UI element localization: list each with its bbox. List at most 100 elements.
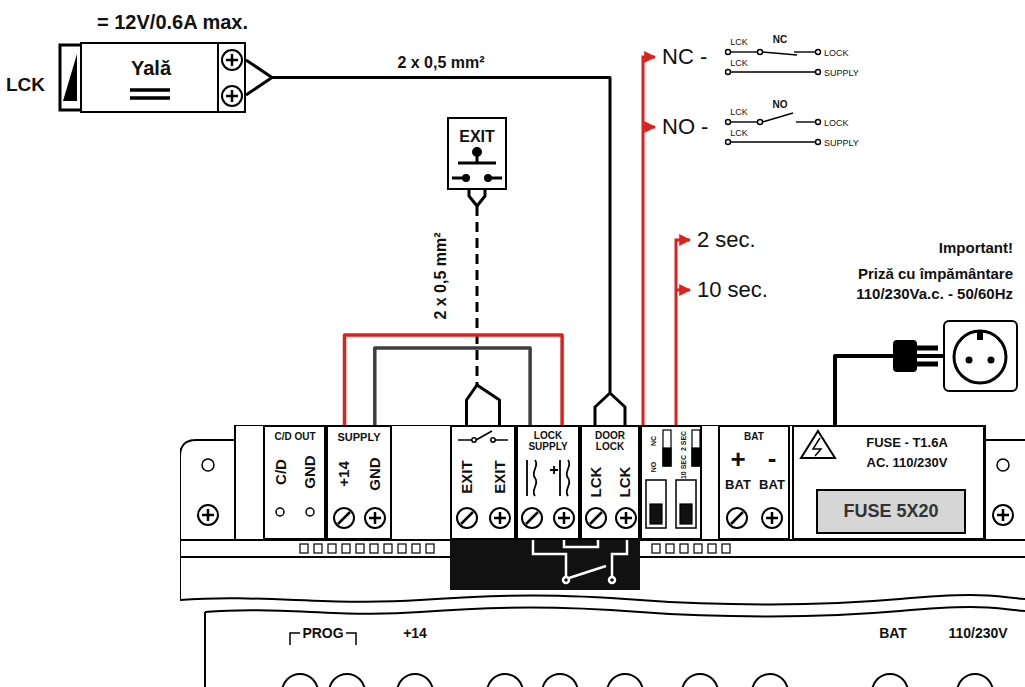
annotation: NO - (662, 114, 708, 139)
wire (246, 60, 625, 425)
earthed-socket-symbol (988, 357, 995, 364)
switch-schematic (726, 140, 731, 145)
dc-symbol (130, 90, 170, 98)
dip-switch (646, 430, 700, 528)
setting-pointer (676, 240, 690, 425)
vent-slot (722, 544, 730, 553)
annotation: LCK (6, 74, 45, 96)
button-label: EXIT (459, 128, 495, 146)
terminal-screw (365, 508, 385, 528)
exit-contact-symbol (458, 431, 508, 442)
polarity-sign: - (768, 444, 777, 474)
terminal-screw (554, 508, 574, 528)
annotation: 2 sec. (697, 227, 756, 252)
switch-schematic (758, 120, 763, 125)
ac-dc-symbol (527, 460, 569, 496)
switch-schematic (794, 51, 816, 52)
warning-symbol (801, 431, 835, 458)
dip-switch (676, 480, 696, 528)
terminal-block: BAT+-BATBAT (718, 425, 790, 540)
relay-contact (533, 540, 566, 577)
terminal-screw (586, 508, 606, 528)
dip-switch (692, 448, 700, 466)
push-button-symbol (458, 155, 496, 163)
terminal-screw (522, 508, 542, 528)
terminal-heading: C/D OUT (274, 431, 315, 443)
led-window (282, 674, 318, 687)
wire-path (246, 60, 625, 425)
switch-setting: 2 SEC (680, 431, 688, 451)
terminal-screw (616, 508, 636, 528)
switch-schematic (726, 50, 731, 55)
led-window (397, 674, 433, 687)
pin-name: BAT (759, 478, 785, 493)
mounting-ear (198, 505, 218, 525)
earthed-socket-symbol (977, 331, 983, 340)
dip-switch (663, 430, 671, 466)
push-button-symbol (452, 177, 502, 180)
push-button-symbol (474, 149, 481, 156)
wire-path (467, 190, 500, 425)
switch-setting: 10 SEC (680, 455, 688, 479)
switch-schematic (763, 52, 798, 55)
switch-schematic (816, 140, 821, 145)
led-window (682, 674, 718, 687)
dip-switch (650, 504, 662, 524)
pin-name: +14 (335, 461, 352, 486)
indicator-label: PROG (302, 625, 343, 641)
switch-schematic (731, 71, 816, 72)
led-window (542, 674, 578, 687)
vent-slot (356, 544, 364, 553)
indicator-label: BAT (879, 625, 907, 641)
vent-slot (370, 544, 378, 553)
push-button-symbol (486, 176, 491, 181)
mains-plug (893, 340, 938, 372)
switch-schematic (731, 51, 758, 52)
pin-name: LCK (587, 467, 604, 498)
annotation: LCK (730, 37, 748, 47)
earthed-socket-symbol (954, 331, 1006, 383)
terminal-screw (276, 508, 284, 516)
vent-slot (314, 544, 322, 553)
terminal-block: C/D OUTC/DGND (263, 425, 326, 540)
relay-contact (450, 540, 640, 590)
dip-switch (692, 430, 700, 466)
fuse-rating: FUSE - T1.6A (866, 436, 948, 451)
housing-body (180, 440, 236, 600)
exit-contact-symbol (472, 438, 476, 442)
earthed-socket-symbol (966, 357, 973, 364)
relay-contact (569, 566, 606, 578)
switch-schematic (726, 120, 731, 125)
warning-symbol (813, 438, 821, 456)
terminal-screw (490, 508, 510, 528)
vent-slot (342, 544, 350, 553)
housing-body (204, 612, 206, 687)
vent-slot (328, 544, 336, 553)
led-window (282, 674, 993, 687)
wire-path (345, 335, 563, 425)
setting-pointer (676, 289, 690, 292)
terminal-heading: LOCK SUPPLY (520, 430, 576, 452)
lock-terminals (218, 42, 242, 113)
exit-button-box: EXIT (447, 117, 507, 190)
annotation: SUPPLY (824, 138, 859, 148)
terminal-screw (276, 508, 782, 528)
vent-slot (384, 544, 392, 553)
wire-path (375, 348, 530, 425)
lock-symbol (63, 54, 77, 101)
wire (345, 335, 563, 425)
fuse-size: FUSE 5X20 (843, 501, 938, 522)
dip-switch (646, 480, 666, 528)
indicator-label: 110/230V (948, 625, 1007, 641)
fuse-rating: AC. 110/230V (867, 456, 948, 471)
wire (467, 190, 500, 425)
terminal-screw (306, 508, 314, 516)
switch-schematic (796, 121, 816, 122)
led-window (329, 674, 365, 687)
vent-slot (694, 544, 702, 553)
led-window (957, 674, 993, 687)
ac-dc-symbol (527, 460, 536, 496)
exit-contact-symbol (458, 431, 508, 440)
vent-slot (426, 544, 434, 553)
